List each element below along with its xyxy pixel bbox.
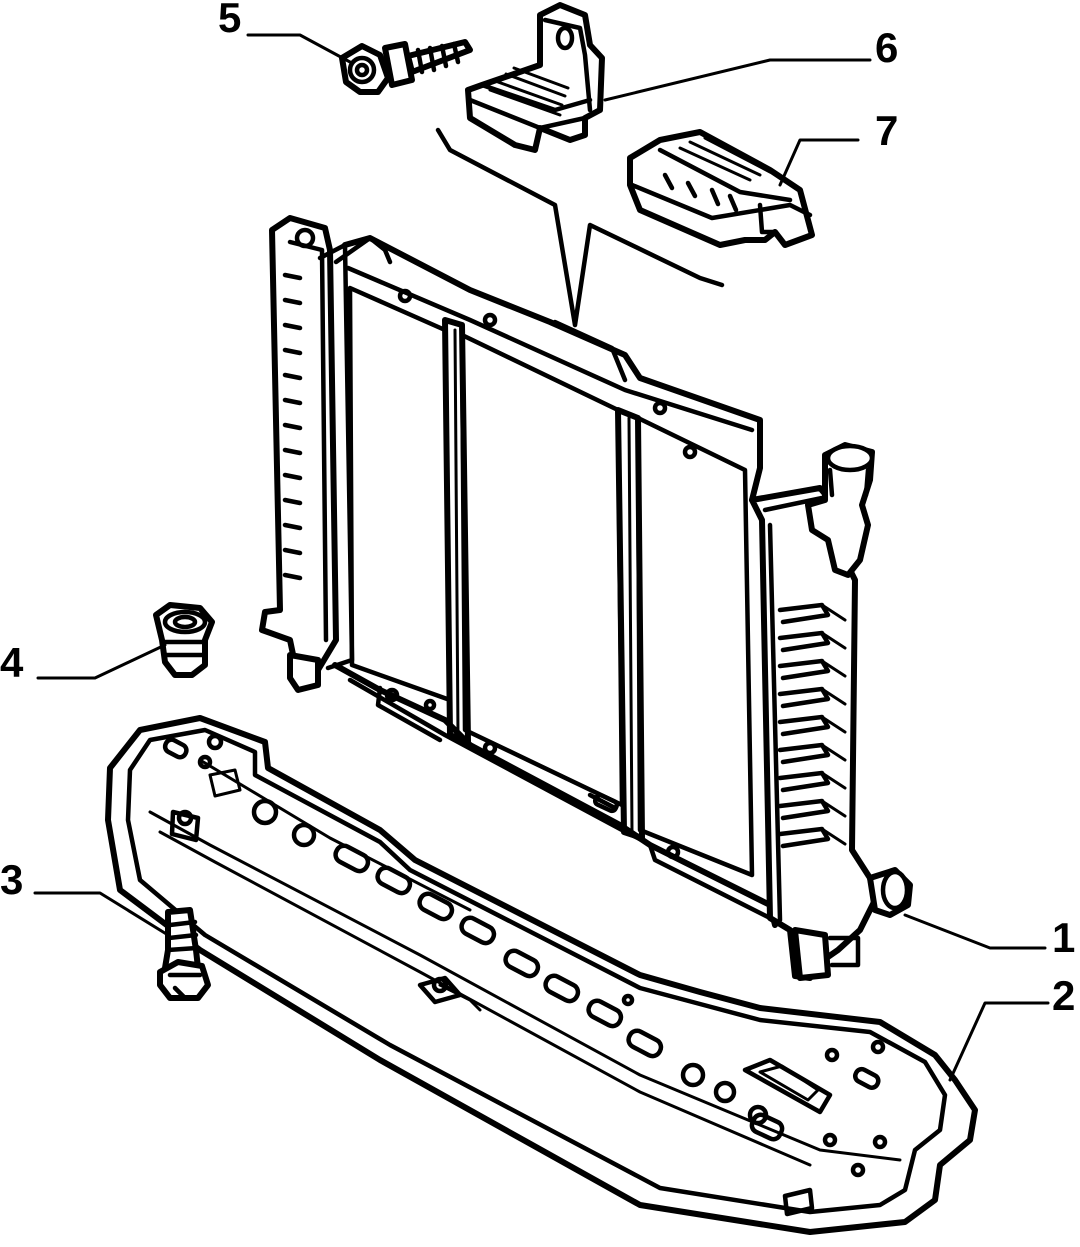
part-radiator xyxy=(259,215,913,981)
callout-label-1: 1 xyxy=(1052,914,1075,961)
left-tank-fins xyxy=(282,272,303,581)
leader-line-1 xyxy=(903,913,1047,950)
callout-label-2: 2 xyxy=(1052,972,1075,1019)
callout-label-7: 7 xyxy=(875,107,898,154)
callout-label-3: 3 xyxy=(0,856,23,903)
leader-line-3 xyxy=(33,891,170,937)
leader-line-4 xyxy=(36,643,167,680)
leader-line-2 xyxy=(948,1001,1050,1082)
leader-lines xyxy=(33,33,1050,1082)
part-lower-crossmember xyxy=(105,715,978,1235)
part-mounting-stud xyxy=(157,907,211,1001)
crossmember-slots xyxy=(162,737,881,1090)
part-rubber-grommet xyxy=(153,602,215,678)
leader-line-7 xyxy=(778,138,860,187)
callout-label-5: 5 xyxy=(218,0,241,41)
part-screw xyxy=(339,39,473,95)
callout-label-4: 4 xyxy=(0,639,24,686)
right-tank-fins xyxy=(777,602,847,849)
callout-labels: 5 6 7 4 3 1 2 xyxy=(0,0,1075,1019)
callout-label-6: 6 xyxy=(875,24,898,71)
leader-line-5 xyxy=(246,33,352,64)
leader-line-6 xyxy=(603,58,872,102)
part-rubber-pad xyxy=(627,129,815,248)
part-upper-bracket xyxy=(465,2,605,153)
